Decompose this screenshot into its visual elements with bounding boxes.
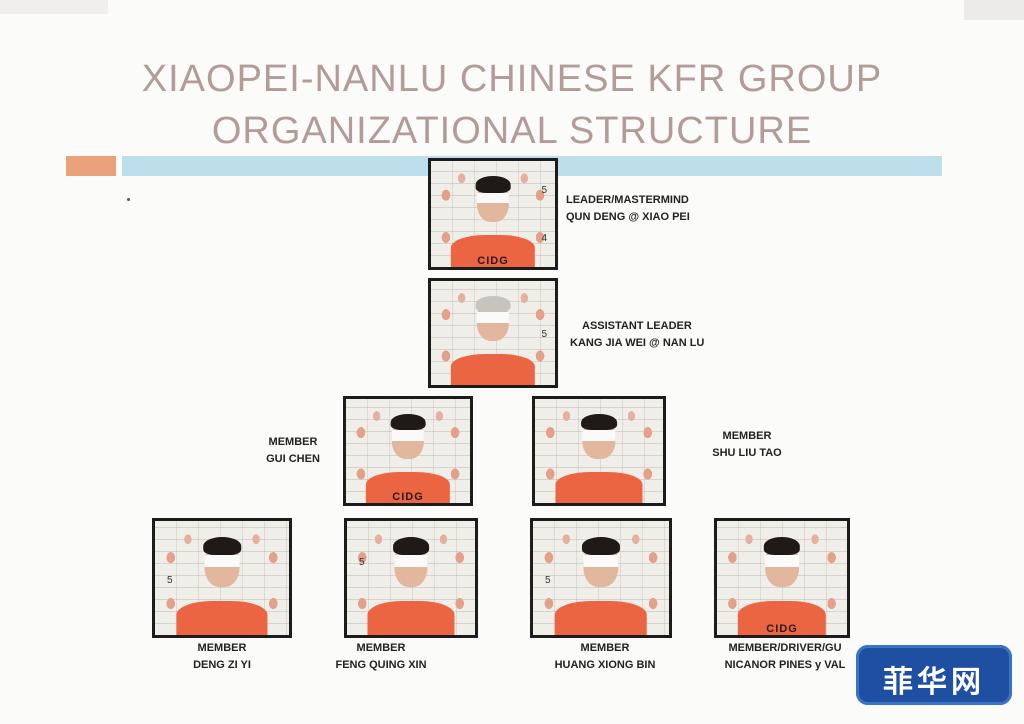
eye-redaction-bar (765, 555, 799, 567)
role-deng-zi-yi: MEMBER (197, 642, 247, 654)
watermark-logo: 菲华网 (856, 645, 1012, 705)
label-leader: LEADER/MASTERMIND QUN DENG @ XIAO PEI (566, 192, 690, 226)
role-gui-chen: MEMBER (268, 436, 318, 448)
accent-bar-orange (66, 156, 116, 176)
photo-gui-chen: CIDG (343, 396, 473, 506)
shirt-text: CIDG (766, 623, 798, 635)
role-leader: LEADER/MASTERMIND (566, 194, 689, 206)
label-deng-zi-yi: MEMBER DENG ZI YI (152, 640, 292, 674)
photo-feng-quing-xin: 5 (344, 518, 478, 638)
eye-redaction-bar (476, 192, 510, 204)
photo-nicanor: CIDG (714, 518, 850, 638)
name-deng-zi-yi: DENG ZI YI (193, 659, 251, 671)
label-shu-liu-tao: MEMBER SHU LIU TAO (700, 428, 794, 462)
role-assistant: ASSISTANT LEADER (582, 320, 692, 332)
role-shu-liu-tao: MEMBER (722, 430, 772, 442)
role-nicanor: MEMBER/DRIVER/GU (728, 642, 842, 654)
eye-redaction-bar (204, 555, 240, 567)
role-huang-xiong-bin: MEMBER (580, 642, 630, 654)
name-feng-quing-xin: FENG QUING XIN (335, 659, 427, 671)
bullet-dot (127, 198, 130, 201)
page-tab-left (0, 0, 108, 14)
eye-redaction-bar (476, 312, 510, 323)
photo-leader: 5 4 CIDG (428, 158, 558, 270)
label-assistant-leader: ASSISTANT LEADER KANG JIA WEI @ NAN LU (570, 318, 704, 352)
photo-huang-xiong-bin: 5 (530, 518, 672, 638)
name-huang-xiong-bin: HUANG XIONG BIN (554, 659, 656, 671)
label-gui-chen: MEMBER GUI CHEN (262, 434, 324, 468)
page-tab-right (964, 0, 1024, 20)
eye-redaction-bar (391, 430, 425, 441)
photo-deng-zi-yi: 5 (152, 518, 292, 638)
eye-redaction-bar (583, 555, 619, 567)
name-nicanor: NICANOR PINES y VAL (724, 659, 846, 671)
eye-redaction-bar (582, 430, 616, 441)
label-feng-quing-xin: MEMBER FENG QUING XIN (318, 640, 444, 674)
photo-assistant-leader: 5 (428, 278, 558, 388)
name-shu-liu-tao: SHU LIU TAO (712, 447, 782, 459)
shirt-text: CIDG (392, 491, 424, 503)
label-huang-xiong-bin: MEMBER HUANG XIONG BIN (530, 640, 680, 674)
label-nicanor: MEMBER/DRIVER/GU NICANOR PINES y VAL (710, 640, 860, 674)
slide-title-line1: XIAOPEI-NANLU CHINESE KFR GROUP (141, 58, 883, 100)
shirt-text: CIDG (477, 255, 509, 267)
name-leader: QUN DENG @ XIAO PEI (566, 211, 690, 223)
eye-redaction-bar (394, 555, 428, 567)
role-feng-quing-xin: MEMBER (356, 642, 406, 654)
photo-shu-liu-tao (532, 396, 666, 506)
watermark-text: 菲华网 (883, 665, 985, 700)
slide-title-line2: ORGANIZATIONAL STRUCTURE (211, 110, 813, 152)
name-gui-chen: GUI CHEN (266, 453, 320, 465)
name-assistant: KANG JIA WEI @ NAN LU (570, 337, 705, 349)
